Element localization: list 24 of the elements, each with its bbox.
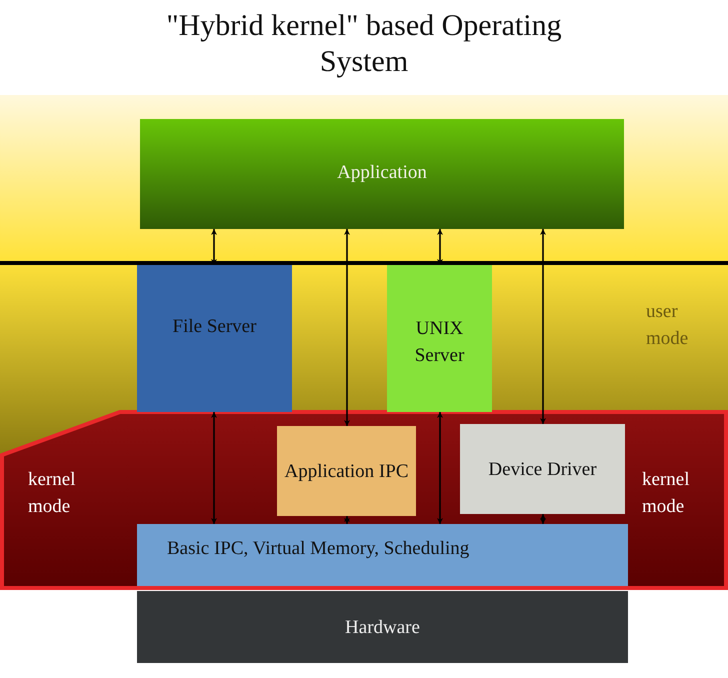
microkernel-box [137, 524, 628, 586]
mode-label: kernel mode [28, 468, 76, 519]
server-box [137, 265, 292, 412]
mode-label: user mode [646, 300, 690, 351]
diagram-title: "Hybrid kernel" based Operating System [165, 8, 563, 80]
node-label: Application [337, 161, 427, 185]
double-arrow [540, 514, 546, 524]
double-arrow [344, 516, 350, 524]
node-label: Hardware [345, 616, 420, 640]
double-arrow [211, 412, 217, 524]
node-label: Application IPC [284, 460, 409, 484]
hardware-box [137, 591, 628, 663]
driver-box [460, 424, 625, 514]
server-box [387, 265, 492, 412]
node-label: UNIX Server [414, 317, 466, 368]
mode-label: kernel mode [642, 468, 690, 519]
node-label: File Server [172, 315, 256, 339]
double-arrow [540, 229, 546, 424]
application-box [140, 119, 624, 229]
double-arrow [344, 229, 350, 426]
node-label: Basic IPC, Virtual Memory, Scheduling [167, 536, 470, 560]
ipc-box [277, 426, 416, 516]
node-label: Device Driver [488, 458, 597, 482]
double-arrow [437, 412, 443, 524]
